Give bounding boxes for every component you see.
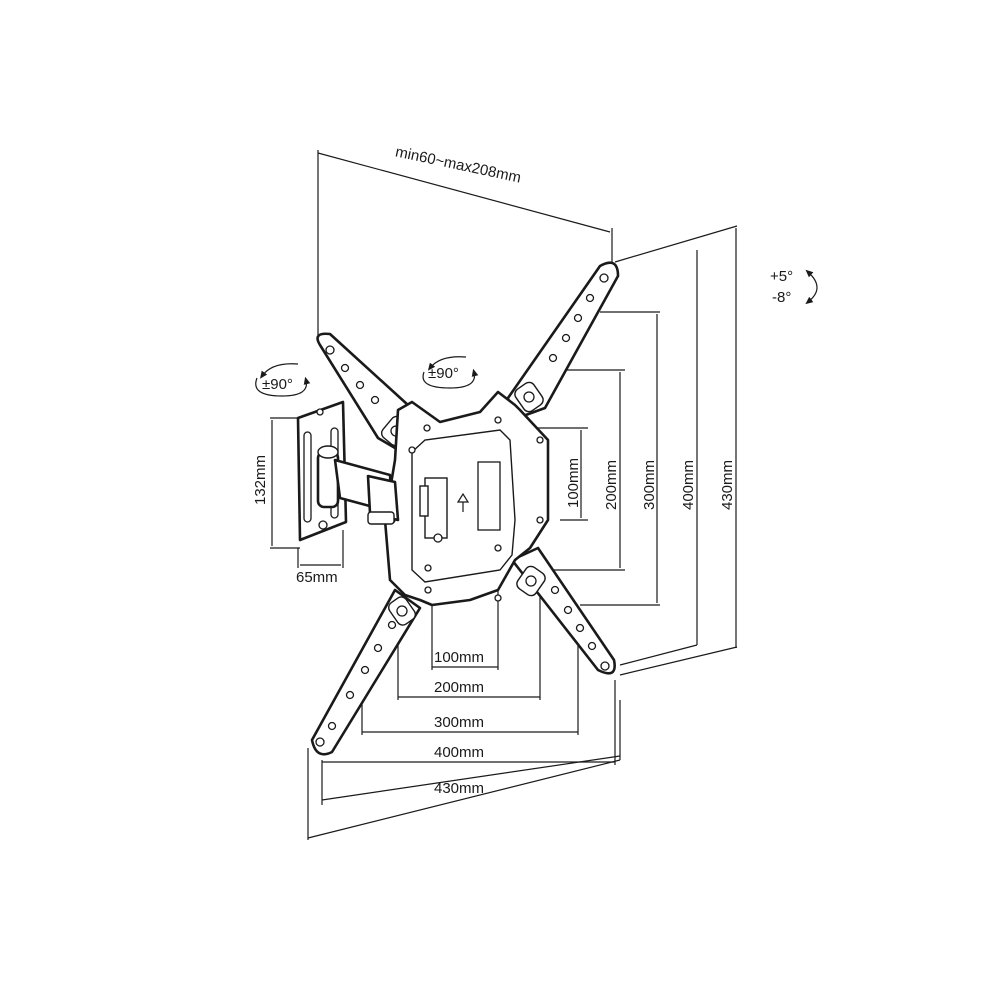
dim-h400-label: 400mm <box>434 744 484 761</box>
dimension-lines <box>271 152 737 839</box>
dim-v100-label: 100mm <box>565 458 582 508</box>
dim-h200-label: 200mm <box>434 679 484 696</box>
dim-h300-label: 300mm <box>434 714 484 731</box>
dim-h100-label: 100mm <box>434 649 484 666</box>
wall-plate-width-label: 65mm <box>296 569 338 586</box>
tilt-indicator <box>805 269 818 305</box>
arm-holes <box>315 273 610 747</box>
tilt-down-label: -8° <box>772 289 791 306</box>
depth-range-label: min60~max208mm <box>394 143 523 186</box>
dim-v200-label: 200mm <box>603 460 620 510</box>
dim-v300-label: 300mm <box>641 460 658 510</box>
dim-v430-label: 430mm <box>719 460 736 510</box>
dim-h430b-line <box>307 759 621 839</box>
wall-rotation-indicator <box>255 363 311 397</box>
dim-h430-label: 430mm <box>434 780 484 797</box>
arm-rotation-indicator <box>422 356 479 389</box>
center-slot <box>477 461 501 531</box>
dim-h430-line <box>321 755 621 801</box>
dim-depth-line <box>317 152 611 233</box>
up-arrow-icon <box>456 492 470 512</box>
tilt-up-label: +5° <box>770 268 793 285</box>
wall-swivel-label: ±90° <box>262 376 293 393</box>
arm-swivel-label: ±90° <box>428 365 459 382</box>
swing-arm <box>316 445 400 525</box>
tv-center-plate <box>383 390 550 607</box>
wall-plate-height-label: 132mm <box>252 455 269 505</box>
dim-v400-label: 400mm <box>680 460 697 510</box>
